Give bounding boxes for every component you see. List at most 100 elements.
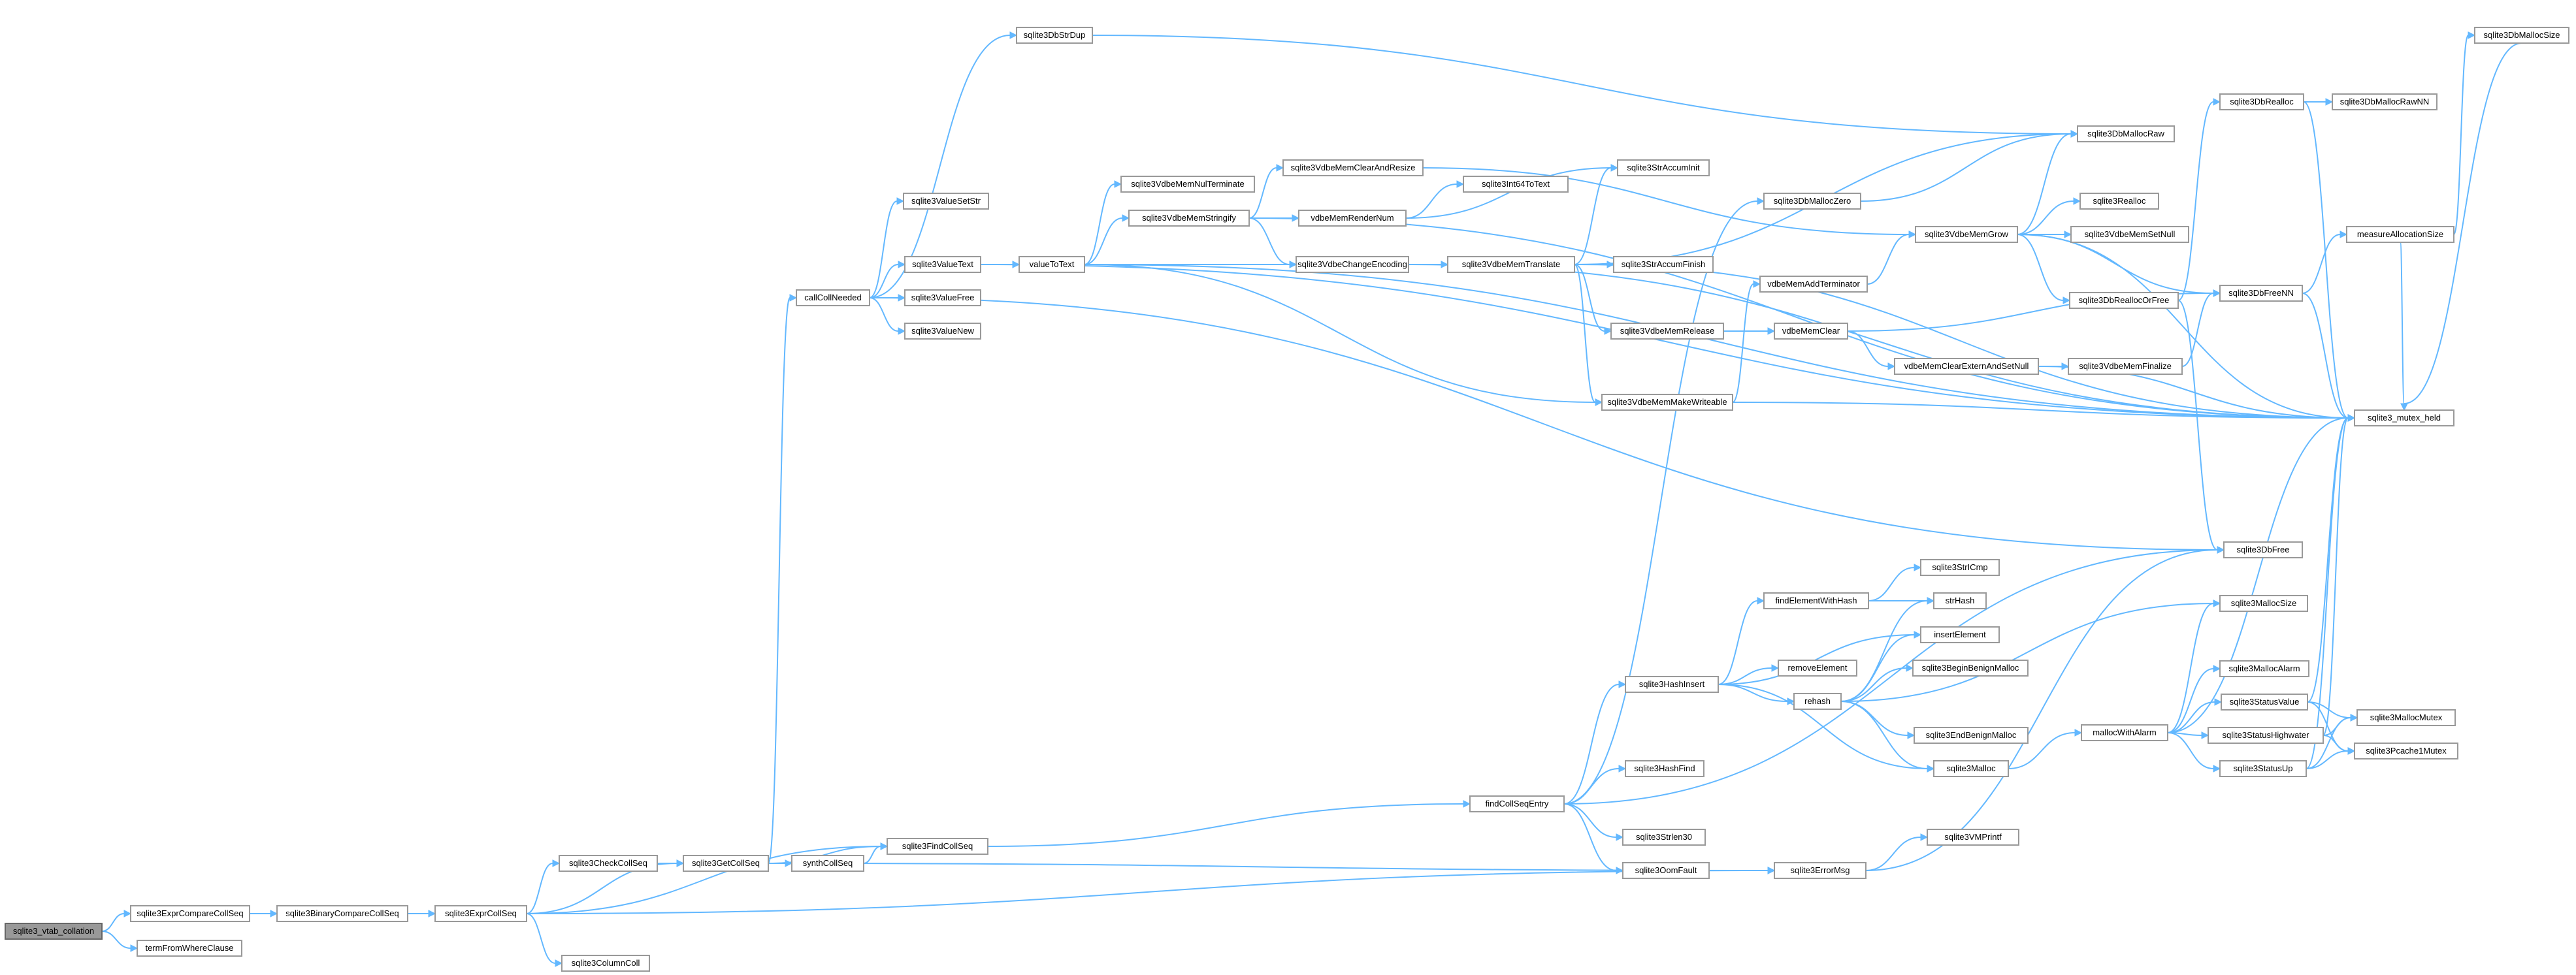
node-valueNew[interactable]: sqlite3ValueNew: [904, 323, 981, 340]
node-measure[interactable]: measureAllocationSize: [2346, 226, 2454, 243]
node-binCompare[interactable]: sqlite3BinaryCompareCollSeq: [276, 905, 408, 922]
node-realloc[interactable]: sqlite3Realloc: [2079, 193, 2159, 210]
node-strICmp[interactable]: sqlite3StrICmp: [1920, 559, 2000, 576]
node-dbMallocSize[interactable]: sqlite3DbMallocSize: [2474, 27, 2569, 44]
node-strAccumFinish[interactable]: sqlite3StrAccumFinish: [1613, 256, 1714, 273]
node-valueFree[interactable]: sqlite3ValueFree: [904, 289, 981, 306]
node-hashInsert[interactable]: sqlite3HashInsert: [1625, 676, 1719, 693]
node-valueToText[interactable]: valueToText: [1019, 256, 1085, 273]
node-box: [1469, 795, 1565, 812]
node-label: vdbeMemClear: [1782, 326, 1840, 336]
node-endBenign[interactable]: sqlite3EndBenignMalloc: [1914, 727, 2029, 744]
node-memTranslate[interactable]: sqlite3VdbeMemTranslate: [1447, 256, 1575, 273]
node-strDup[interactable]: sqlite3DbStrDup: [1016, 27, 1093, 44]
node-label: strHash: [1946, 596, 1975, 605]
node-freeNN[interactable]: sqlite3DbFreeNN: [2219, 285, 2303, 302]
node-box: [2223, 541, 2303, 558]
node-label: valueToText: [1030, 259, 1075, 269]
node-label: sqlite3VdbeMemRelease: [1620, 326, 1715, 336]
node-memGrow[interactable]: sqlite3VdbeMemGrow: [1915, 226, 2018, 243]
node-makeWrite[interactable]: sqlite3VdbeMemMakeWriteable: [1601, 394, 1733, 411]
node-columnColl[interactable]: sqlite3ColumnColl: [561, 955, 650, 972]
node-insertElem[interactable]: insertElement: [1920, 626, 2000, 643]
node-box: [1622, 862, 1710, 879]
node-mallocMutex[interactable]: sqlite3MallocMutex: [2356, 709, 2456, 726]
node-vmprintf[interactable]: sqlite3VMPrintf: [1927, 829, 2019, 846]
node-mallocSize[interactable]: sqlite3MallocSize: [2219, 595, 2308, 612]
node-label: sqlite3EndBenignMalloc: [1926, 730, 2017, 740]
node-termFrom[interactable]: termFromWhereClause: [137, 940, 242, 957]
node-dbFree[interactable]: sqlite3DbFree: [2223, 541, 2303, 558]
node-malloc[interactable]: sqlite3Malloc: [1933, 760, 2009, 777]
node-synthColl[interactable]: synthCollSeq: [791, 855, 864, 872]
node-label: sqlite3DbMallocZero: [1774, 196, 1851, 206]
node-label: findCollSeqEntry: [1486, 799, 1549, 808]
node-statusHigh[interactable]: sqlite3StatusHighwater: [2208, 727, 2324, 744]
node-mallocAlarm2[interactable]: sqlite3MallocAlarm: [2219, 660, 2309, 677]
node-dbMallocZero[interactable]: sqlite3DbMallocZero: [1763, 193, 1861, 210]
node-label: sqlite3VdbeMemTranslate: [1462, 259, 1561, 269]
edge-findElem-to-strICmp: [1868, 564, 1922, 601]
node-statusUp[interactable]: sqlite3StatusUp: [2219, 760, 2307, 777]
edge-dbMallocZero-to-dbMallocRaw: [1860, 130, 2079, 202]
node-dbMallocRaw[interactable]: sqlite3DbMallocRaw: [2077, 125, 2175, 142]
node-root[interactable]: sqlite3_vtab_collation: [5, 923, 103, 940]
node-dbRealloc[interactable]: sqlite3DbRealloc: [2219, 93, 2304, 110]
node-clearResize[interactable]: sqlite3VdbeMemClearAndResize: [1282, 159, 1424, 176]
edge-malloc-to-mallocAlarm: [2008, 729, 2083, 769]
node-strlen30[interactable]: sqlite3Strlen30: [1622, 829, 1706, 846]
edge-dbMallocSize-to-mutexHeld: [2400, 42, 2522, 411]
edge-renderNum-to-int64: [1405, 180, 1465, 219]
node-label: sqlite3VdbeMemMakeWriteable: [1607, 397, 1727, 407]
node-valueText[interactable]: sqlite3ValueText: [904, 256, 981, 273]
node-checkColl[interactable]: sqlite3CheckCollSeq: [559, 855, 658, 872]
edge-rehash-to-beginBenign: [1840, 664, 1914, 702]
edge-hashInsert-to-removeElem: [1718, 664, 1780, 685]
edge-exprColl-to-errorMsg: [526, 867, 1776, 914]
node-reallocOrFree[interactable]: sqlite3DbReallocOrFree: [2069, 292, 2179, 309]
node-callColl[interactable]: callCollNeeded: [796, 289, 870, 306]
node-hashFind[interactable]: sqlite3HashFind: [1625, 760, 1704, 777]
node-findElem[interactable]: findElementWithHash: [1763, 592, 1869, 609]
node-box: [2221, 694, 2308, 711]
node-strHash[interactable]: strHash: [1933, 592, 1987, 609]
node-label: synthCollSeq: [803, 858, 853, 868]
edge-strDup-to-dbMallocRaw: [1092, 35, 2079, 138]
node-statusValue[interactable]: sqlite3StatusValue: [2221, 694, 2308, 711]
node-mallocAlarm[interactable]: mallocWithAlarm: [2081, 724, 2168, 741]
edge-addTerm-to-memGrow: [1867, 231, 1917, 285]
node-exprColl[interactable]: sqlite3ExprCollSeq: [434, 905, 527, 922]
node-memRelease[interactable]: sqlite3VdbeMemRelease: [1610, 323, 1724, 340]
edge-callColl-to-dbFree: [869, 297, 2225, 554]
node-label: sqlite3FindCollSeq: [902, 841, 973, 851]
edge-synthColl-to-findColl: [863, 842, 889, 864]
node-int64[interactable]: sqlite3Int64ToText: [1463, 176, 1569, 193]
node-getColl[interactable]: sqlite3GetCollSeq: [683, 855, 769, 872]
node-rehash[interactable]: rehash: [1793, 693, 1842, 710]
node-beginBenign[interactable]: sqlite3BeginBenignMalloc: [1912, 660, 2029, 677]
node-mutexHeld[interactable]: sqlite3_mutex_held: [2354, 409, 2454, 426]
node-oomFault[interactable]: sqlite3OomFault: [1622, 862, 1710, 879]
node-dbMallocRawNN[interactable]: sqlite3DbMallocRawNN: [2332, 93, 2437, 110]
node-box: [1933, 760, 2009, 777]
node-addTerm[interactable]: vdbeMemAddTerminator: [1759, 276, 1868, 293]
node-findEntry[interactable]: findCollSeqEntry: [1469, 795, 1565, 812]
node-changeEnc[interactable]: sqlite3VdbeChangeEncoding: [1296, 256, 1409, 273]
node-exprCompare[interactable]: sqlite3ExprCompareCollSeq: [130, 905, 250, 922]
node-memFinalize[interactable]: sqlite3VdbeMemFinalize: [2068, 358, 2183, 375]
node-errorMsg[interactable]: sqlite3ErrorMsg: [1774, 862, 1867, 879]
node-setNull[interactable]: sqlite3VdbeMemSetNull: [2070, 226, 2189, 243]
node-strAccumInit[interactable]: sqlite3StrAccumInit: [1617, 159, 1710, 176]
node-findColl[interactable]: sqlite3FindCollSeq: [887, 838, 988, 855]
node-valueSetStr[interactable]: sqlite3ValueSetStr: [903, 193, 989, 210]
node-pcache[interactable]: sqlite3Pcache1Mutex: [2354, 743, 2458, 759]
node-stringify[interactable]: sqlite3VdbeMemStringify: [1128, 210, 1250, 227]
node-removeElem[interactable]: removeElement: [1778, 660, 1857, 677]
node-box: [1774, 862, 1867, 879]
node-label: sqlite3DbFree: [2237, 545, 2290, 554]
node-nulTerm[interactable]: sqlite3VdbeMemNulTerminate: [1120, 176, 1255, 193]
node-clearExtern[interactable]: vdbeMemClearExternAndSetNull: [1894, 358, 2039, 375]
node-memClear[interactable]: vdbeMemClear: [1774, 323, 1848, 340]
node-renderNum[interactable]: vdbeMemRenderNum: [1298, 210, 1407, 227]
node-box: [2219, 660, 2309, 677]
